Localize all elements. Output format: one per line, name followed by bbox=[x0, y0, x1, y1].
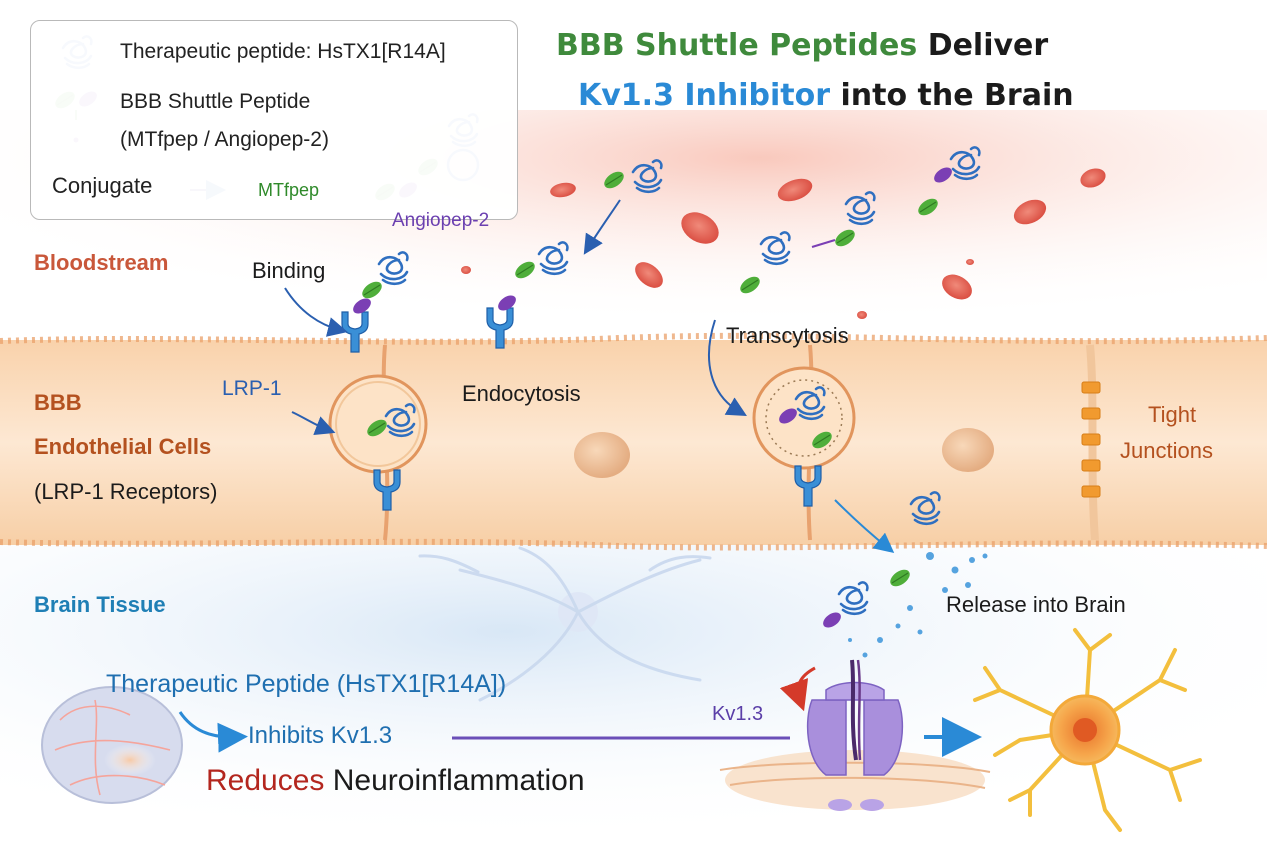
kv13-channel-icon bbox=[719, 659, 991, 811]
legend-shuttle: BBB Shuttle Peptide bbox=[120, 90, 311, 113]
title-text-dark: Deliver bbox=[927, 28, 1049, 63]
kv13-channel-label: Kv1.3 bbox=[712, 703, 764, 725]
bloodstream-label: Bloodstream bbox=[34, 250, 169, 275]
endothelial-layer bbox=[0, 332, 1267, 551]
title-line-1: BBB Shuttle Peptides Deliver bbox=[556, 28, 1048, 63]
title-highlight-blue: Kv1.3 Inhibitor bbox=[578, 78, 831, 113]
outcome-reduces: Reduces bbox=[206, 764, 325, 797]
title-highlight-green: BBB Shuttle Peptides bbox=[556, 28, 918, 63]
outcome-neuroinflammation: Neuroinflammation bbox=[332, 764, 585, 797]
outcome-inhibits: Inhibits Kv1.3 bbox=[248, 722, 393, 749]
legend-shuttle-names: (MTfpep / Angiopep-2) bbox=[120, 128, 329, 151]
tight-junctions-label-1: Tight bbox=[1148, 402, 1197, 427]
bbb-label-line-1: BBB bbox=[34, 390, 82, 415]
bbb-label-line-3: (LRP-1 Receptors) bbox=[34, 479, 218, 504]
legend-conjugate-tag-b: Angiopep-2 bbox=[392, 210, 490, 231]
astrocyte-faint bbox=[418, 546, 712, 702]
brain-icon bbox=[41, 686, 183, 804]
outcome-therapeutic: Therapeutic Peptide (HsTX1[R14A]) bbox=[106, 670, 507, 698]
legend-box bbox=[30, 20, 518, 220]
tight-junctions-label-2: Junctions bbox=[1120, 438, 1213, 463]
neuron-icon bbox=[973, 628, 1202, 832]
legend-conjugate-tag-a: MTfpep bbox=[258, 180, 320, 200]
outcome-reduces-line: Reduces Neuroinflammation bbox=[206, 764, 585, 798]
red-blood-cells bbox=[461, 168, 1106, 319]
brain-background bbox=[0, 540, 1267, 845]
title-text-dark-2: into the Brain bbox=[840, 78, 1074, 113]
lrp1-label: LRP-1 bbox=[222, 377, 282, 400]
title-line-2: Kv1.3 Inhibitor into the Brain bbox=[578, 78, 1074, 113]
transcytosis-label: Transcytosis bbox=[726, 323, 849, 348]
release-label: Release into Brain bbox=[946, 592, 1126, 617]
process-arrows bbox=[178, 180, 982, 757]
legend-conjugate: Conjugate bbox=[52, 173, 153, 198]
bbb-label-line-2: Endothelial Cells bbox=[34, 434, 212, 459]
brain-tissue-label: Brain Tissue bbox=[34, 592, 166, 617]
legend-therapeutic: Therapeutic peptide: HsTX1[R14A] bbox=[120, 40, 446, 63]
binding-label: Binding bbox=[252, 258, 326, 283]
release-particles bbox=[848, 552, 988, 658]
endocytosis-label: Endocytosis bbox=[462, 381, 581, 406]
